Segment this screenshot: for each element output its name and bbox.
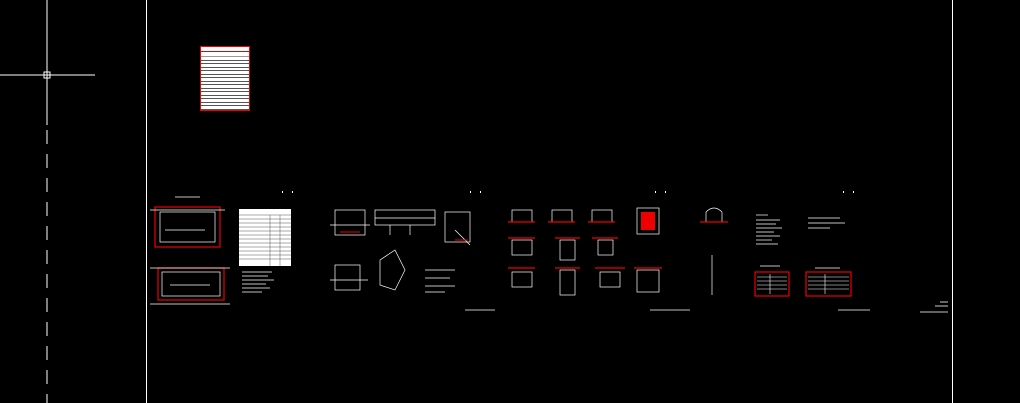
drawing-index-table[interactable] — [200, 46, 250, 111]
left-boundary-line — [146, 0, 147, 403]
right-boundary-line — [952, 0, 953, 403]
